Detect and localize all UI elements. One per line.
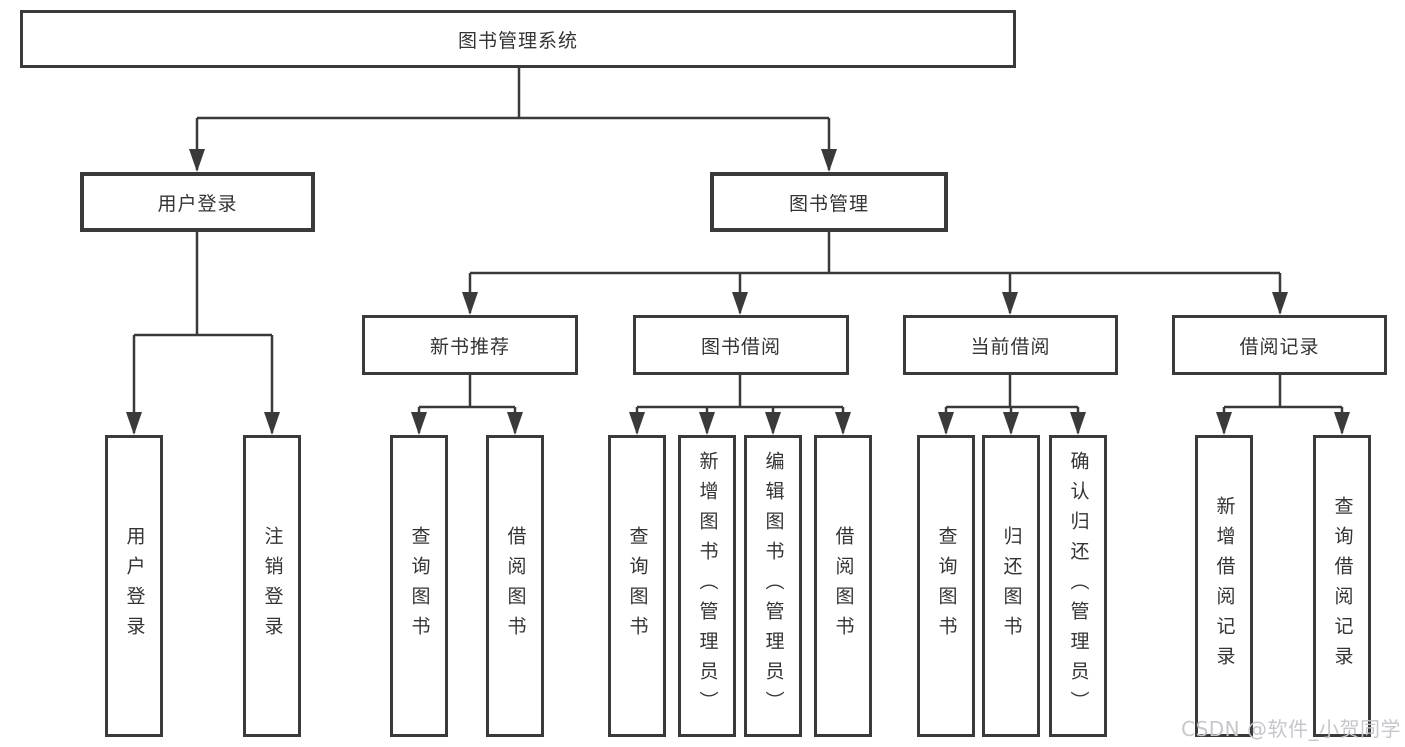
node-label: 借阅记录	[1239, 335, 1320, 358]
leaf-edit-books-admin: 编辑图书（管理员）	[744, 435, 802, 737]
leaf-query-borrow-record: 查询借阅记录	[1313, 435, 1371, 737]
leaf-add-books-admin: 新增图书（管理员）	[678, 435, 736, 737]
leaf-label: 查询图书	[935, 526, 958, 646]
leaf-borrow-books-recommend: 借阅图书	[486, 435, 544, 737]
leaf-add-borrow-record: 新增借阅记录	[1195, 435, 1253, 737]
leaf-label: 用户登录	[123, 526, 146, 646]
leaf-query-books-borrow: 查询图书	[608, 435, 666, 737]
arrowheads	[126, 149, 1350, 435]
node-label: 当前借阅	[970, 335, 1051, 358]
leaf-label: 编辑图书（管理员）	[762, 451, 785, 721]
leaf-label: 查询图书	[408, 526, 431, 646]
node-book-management: 图书管理	[710, 172, 948, 232]
leaf-query-books-recommend: 查询图书	[390, 435, 448, 737]
leaf-user-login: 用户登录	[105, 435, 163, 737]
leaf-borrow-books: 借阅图书	[814, 435, 872, 737]
leaf-label: 归还图书	[1000, 526, 1023, 646]
leaf-label: 借阅图书	[832, 526, 855, 646]
leaf-label: 确认归还（管理员）	[1067, 451, 1090, 721]
node-user-login: 用户登录	[80, 172, 315, 232]
leaf-label: 注销登录	[261, 526, 284, 646]
leaf-return-books: 归还图书	[982, 435, 1040, 737]
leaf-label: 查询图书	[626, 526, 649, 646]
node-library-management-system: 图书管理系统	[20, 10, 1016, 68]
node-label: 图书借阅	[700, 335, 781, 358]
leaf-label: 借阅图书	[504, 526, 527, 646]
node-label: 用户登录	[157, 192, 238, 215]
node-label: 图书管理系统	[457, 29, 578, 52]
node-book-borrow: 图书借阅	[633, 315, 849, 375]
leaf-logout: 注销登录	[243, 435, 301, 737]
csdn-watermark: CSDN @软件_小贺同学	[1181, 717, 1401, 741]
leaf-label: 新增图书（管理员）	[696, 451, 719, 721]
leaf-label: 新增借阅记录	[1213, 496, 1236, 676]
node-borrow-records: 借阅记录	[1172, 315, 1387, 375]
leaf-label: 查询借阅记录	[1331, 496, 1354, 676]
node-new-book-recommend: 新书推荐	[362, 315, 578, 375]
leaf-confirm-return-admin: 确认归还（管理员）	[1049, 435, 1107, 737]
node-label: 图书管理	[788, 192, 869, 215]
node-current-borrow: 当前借阅	[903, 315, 1118, 375]
node-label: 新书推荐	[429, 335, 510, 358]
leaf-query-books-current: 查询图书	[917, 435, 975, 737]
